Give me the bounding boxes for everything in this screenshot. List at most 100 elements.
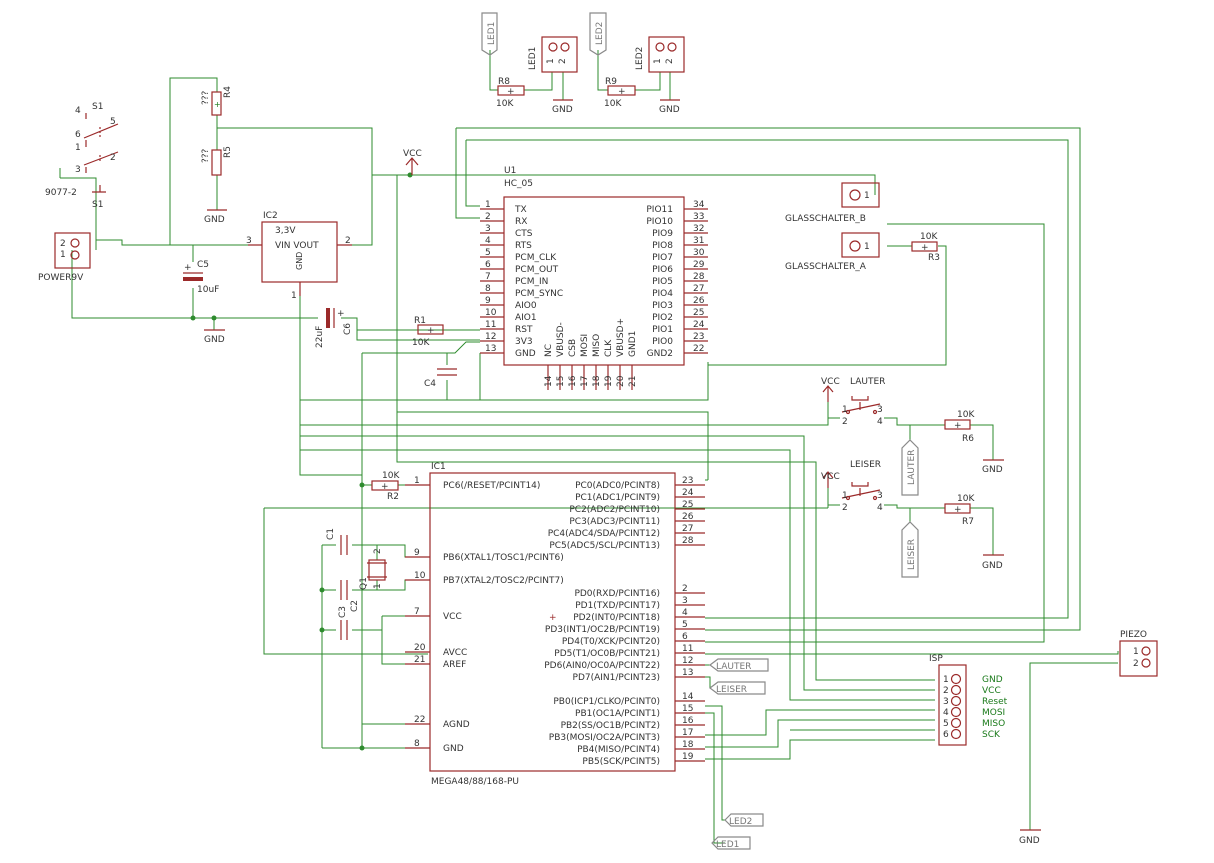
led2-pin-2: 2 [665, 58, 675, 64]
lauter-pin-1: 1 [842, 405, 848, 415]
led2-flag-label: LED2 [729, 817, 752, 827]
hc05-pin-number: 23 [693, 332, 704, 342]
capacitor-c1: C1 [326, 528, 348, 555]
isp-ref: ISP [929, 654, 943, 664]
gnd-symbol-led1: GND [552, 99, 573, 115]
r2-value: 10K [382, 471, 400, 481]
hc05-pin-number: 6 [485, 260, 491, 270]
r1-value: 10K [412, 338, 430, 348]
mega-pin-number: 2 [682, 584, 688, 594]
hc05-bottom-pins: 14NC15VBUSD-16CSB17MOSI18MISO19CLK20VBUS… [544, 318, 638, 390]
s1-pin-6: 6 [75, 130, 81, 140]
isp-pin-number: 6 [943, 730, 949, 740]
ic1-value: MEGA48/88/168-PU [431, 777, 519, 787]
vcc-label-main: VCC [403, 149, 422, 159]
vcc-flag-lauter: VCC [821, 377, 840, 402]
hc05-pin-number: 25 [693, 308, 704, 318]
mega-pin-name: PB2(SS/OC1B/PCINT2) [561, 721, 660, 731]
hc05-pin-name: RX [515, 217, 527, 227]
net-flag-leiser: LEISER [709, 681, 766, 695]
hc05-pin-name: PIO10 [646, 217, 673, 227]
hc05-pin-number: 12 [485, 332, 496, 342]
glasschalter-a: 1 GLASSCHALTER_A [785, 232, 880, 272]
mega-pin-number: 23 [682, 476, 693, 486]
r3-plus: + [921, 243, 929, 253]
piezo-pin-1: 1 [1133, 647, 1139, 657]
mega-pin-name: PD5(T1/OC0B/PCINT21) [554, 649, 660, 659]
mega-pin-name: PC6(/RESET/PCINT14) [443, 481, 540, 491]
hc05-pin-name: AIO1 [515, 313, 537, 323]
gnd-label-r7: GND [982, 561, 1003, 571]
mega-pin-number: 24 [682, 488, 694, 498]
net-flag-leiser-vertical: LEISER [901, 521, 919, 578]
isp-pin-pad [950, 673, 962, 685]
lauter-pin-2: 2 [842, 417, 848, 427]
mega-pin-name: PB4(MISO/PCINT4) [577, 745, 660, 755]
hc05-pin-number: 28 [693, 272, 705, 282]
led2-ref: LED2 [635, 47, 645, 70]
isp-pin-pad [950, 706, 962, 718]
mega-pin-number: 15 [682, 704, 693, 714]
lauter-flag-label: LAUTER [716, 662, 751, 672]
mega-pin-number: 26 [682, 512, 694, 522]
mega-pin-number: 12 [682, 656, 693, 666]
hc05-pin-number: 21 [628, 376, 638, 387]
mega-pin-number: 13 [682, 668, 693, 678]
hc05-pin-name: PIO0 [652, 337, 673, 347]
power-pin-1: 1 [60, 250, 66, 260]
hc05-pin-name: PIO7 [652, 253, 673, 263]
led1-flag-label: LED1 [716, 840, 739, 850]
hc05-pin-name: NC [544, 344, 554, 357]
mega-right-pins: 23PC0(ADC0/PCINT8)24PC1(ADC1/PCINT9)25PC… [544, 476, 705, 767]
hc05-pin-number: 2 [485, 212, 491, 222]
leiser-vertical-label: LEISER [907, 539, 917, 570]
hc05-pin-name: PIO1 [652, 325, 673, 335]
hc05-pin-number: 9 [485, 296, 491, 306]
net-flag-led1: LED1 [711, 836, 751, 850]
mega-pin-number: 22 [414, 715, 425, 725]
hc05-pin-number: 24 [693, 320, 705, 330]
q1-pin-1: 1 [373, 583, 383, 589]
c5-plus: + [184, 263, 192, 273]
mega-pin-name: PB5(SCK/PCINT5) [582, 757, 660, 767]
hc05-pin-name: CTS [515, 229, 533, 239]
u1-ref: U1 [504, 166, 516, 176]
isp-pin-signal: VCC [982, 686, 1001, 696]
mega-pin-number: 9 [414, 548, 420, 558]
led1-pin-2: 2 [558, 58, 568, 64]
ic2-value: 3,3V [275, 226, 296, 236]
isp-pin-pad [950, 717, 962, 729]
hc05-pin-name: MISO [592, 334, 602, 357]
gnd-symbol-r7: GND [982, 554, 1004, 571]
wires [59, 50, 1119, 844]
hc05-pin-name: PCM_IN [515, 277, 548, 287]
c1-ref: C1 [326, 528, 336, 540]
r2-plus: + [381, 482, 389, 492]
r3-ref: R3 [928, 253, 940, 263]
hc05-pin-number: 33 [693, 212, 704, 222]
led1-pin-1: 1 [546, 58, 556, 64]
mega-pin-number: 16 [682, 716, 694, 726]
switch-s1: S1 4 5 6 1 3 2 9077-2 S1 [45, 102, 119, 210]
isp-pin-signal: GND [982, 675, 1003, 685]
hc05-pin-number: 4 [485, 236, 491, 246]
hc05-pin-name: PIO4 [652, 289, 673, 299]
hc05-pin-name: PIO8 [652, 241, 673, 251]
mega-pin-name: VCC [443, 612, 462, 622]
glasschalter-b: 1 GLASSCHALTER_B [785, 182, 880, 224]
resistor-r9: + R9 10K [604, 77, 636, 109]
hc05-pin-number: 1 [485, 200, 491, 210]
ic2-label: VIN VOUT [275, 241, 319, 251]
leiser-pin-2: 2 [842, 503, 848, 513]
hc05-pin-number: 26 [693, 296, 705, 306]
isp-pin-pad [950, 684, 962, 696]
s1-pin-2: 2 [110, 153, 116, 163]
hc05-pin-number: 8 [485, 284, 491, 294]
mega-pin-name: PB7(XTAL2/TOSC2/PCINT7) [443, 576, 564, 586]
isp-pin-signal: Reset [982, 697, 1008, 707]
lauter-ref: LAUTER [850, 377, 885, 387]
r8-value: 10K [496, 99, 514, 109]
leiser-pin-1: 1 [842, 491, 848, 501]
